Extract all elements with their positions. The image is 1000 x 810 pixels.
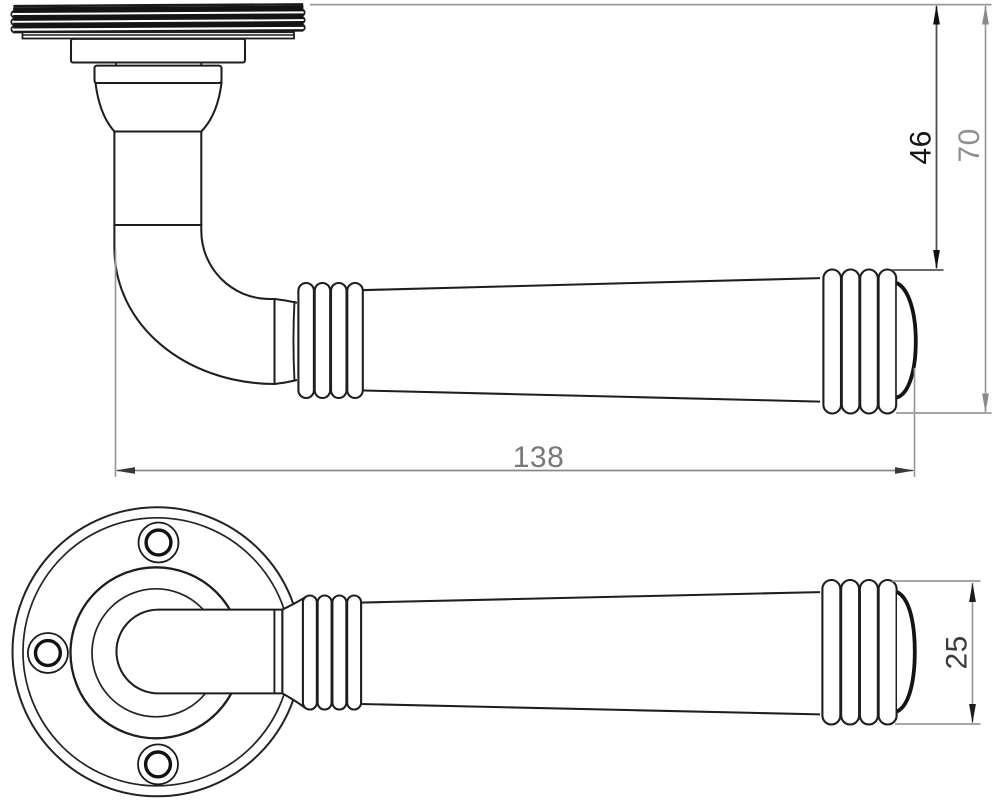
svg-text:25: 25: [941, 635, 974, 669]
svg-text:70: 70: [953, 128, 986, 162]
svg-text:138: 138: [513, 441, 565, 474]
svg-text:46: 46: [905, 130, 938, 164]
